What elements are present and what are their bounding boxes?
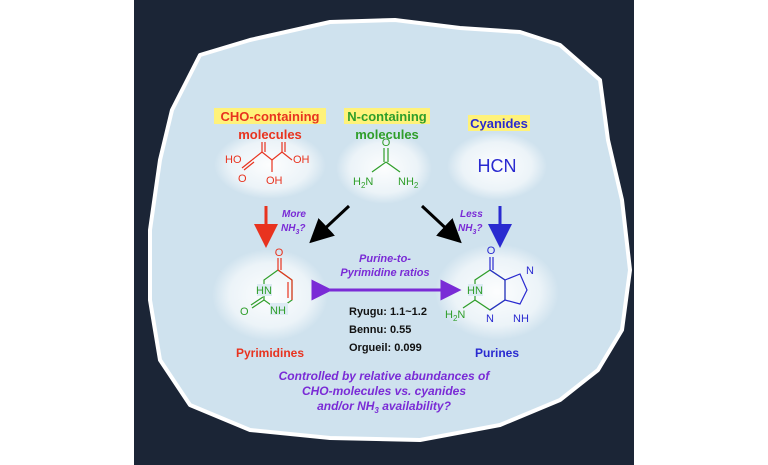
cho-highlight <box>214 108 326 124</box>
pyr-hn-mask <box>257 284 272 296</box>
malic-ho: HO <box>225 154 242 166</box>
urea-structure <box>371 148 401 173</box>
n-title-2: molecules <box>355 127 419 142</box>
more-label-1: More <box>282 209 306 220</box>
conclusion-line-3: and/or NH3 availability? <box>317 399 451 415</box>
ratio-orgueil: Orgueil: 0.099 <box>349 342 422 354</box>
pyr-o-top: O <box>275 247 284 259</box>
less-label-2: NH3? <box>458 223 482 236</box>
pyr-hn: HN <box>256 285 272 297</box>
pur-n-bottom: N <box>486 313 494 325</box>
less-label-1: Less <box>460 209 483 220</box>
pur-nh: NH <box>513 313 529 325</box>
urea-nh2-left: H2N <box>353 176 373 190</box>
purine-structure <box>462 257 528 311</box>
pur-n-right: N <box>526 265 534 277</box>
conclusion-line-1: Controlled by relative abundances of <box>279 369 491 383</box>
glow-cho <box>214 131 326 199</box>
arrow-n-to-pyrimidine <box>309 204 351 244</box>
cyanides-highlight <box>468 115 530 131</box>
pyrimidines-label: Pyrimidines <box>236 346 304 360</box>
urea-nh2-right: NH2 <box>398 176 419 190</box>
glow-hcn <box>447 132 547 200</box>
glow-purine <box>435 244 559 340</box>
glow-n <box>336 132 432 204</box>
pur-hn: HN <box>467 285 483 297</box>
purines-label: Purines <box>475 346 519 360</box>
pur-hn-mask <box>468 284 483 296</box>
n-highlight <box>344 108 430 124</box>
ratio-ryugu: Ryugu: 1.1~1.2 <box>349 306 427 318</box>
pyr-nh-mask <box>270 303 288 315</box>
pyr-nh: NH <box>270 305 286 317</box>
ratio-title-2: Pyrimidine ratios <box>340 267 429 279</box>
pyrimidine-structure <box>250 258 293 311</box>
more-label-2: NH3? <box>281 223 305 236</box>
pur-o-top: O <box>487 245 496 257</box>
n-title-1: N-containing <box>347 109 426 124</box>
malic-o: O <box>238 173 247 185</box>
cyanides-title: Cyanides <box>470 116 528 131</box>
arrow-n-to-purine <box>420 204 462 244</box>
pur-h2n: H2N <box>445 309 465 323</box>
ratio-bennu: Bennu: 0.55 <box>349 324 411 336</box>
malic-acid-structure <box>241 142 293 172</box>
pyr-o-left: O <box>240 306 249 318</box>
cho-title-2: molecules <box>238 127 302 142</box>
malic-oh-right: OH <box>293 154 310 166</box>
conclusion-line-2: CHO-molecules vs. cyanides <box>302 384 466 398</box>
cho-title-1: CHO-containing <box>221 109 320 124</box>
hcn-formula: HCN <box>478 156 517 176</box>
urea-o: O <box>382 137 391 149</box>
malic-oh-bottom: OH <box>266 175 283 187</box>
ratio-title-1: Purine-to- <box>359 253 411 265</box>
